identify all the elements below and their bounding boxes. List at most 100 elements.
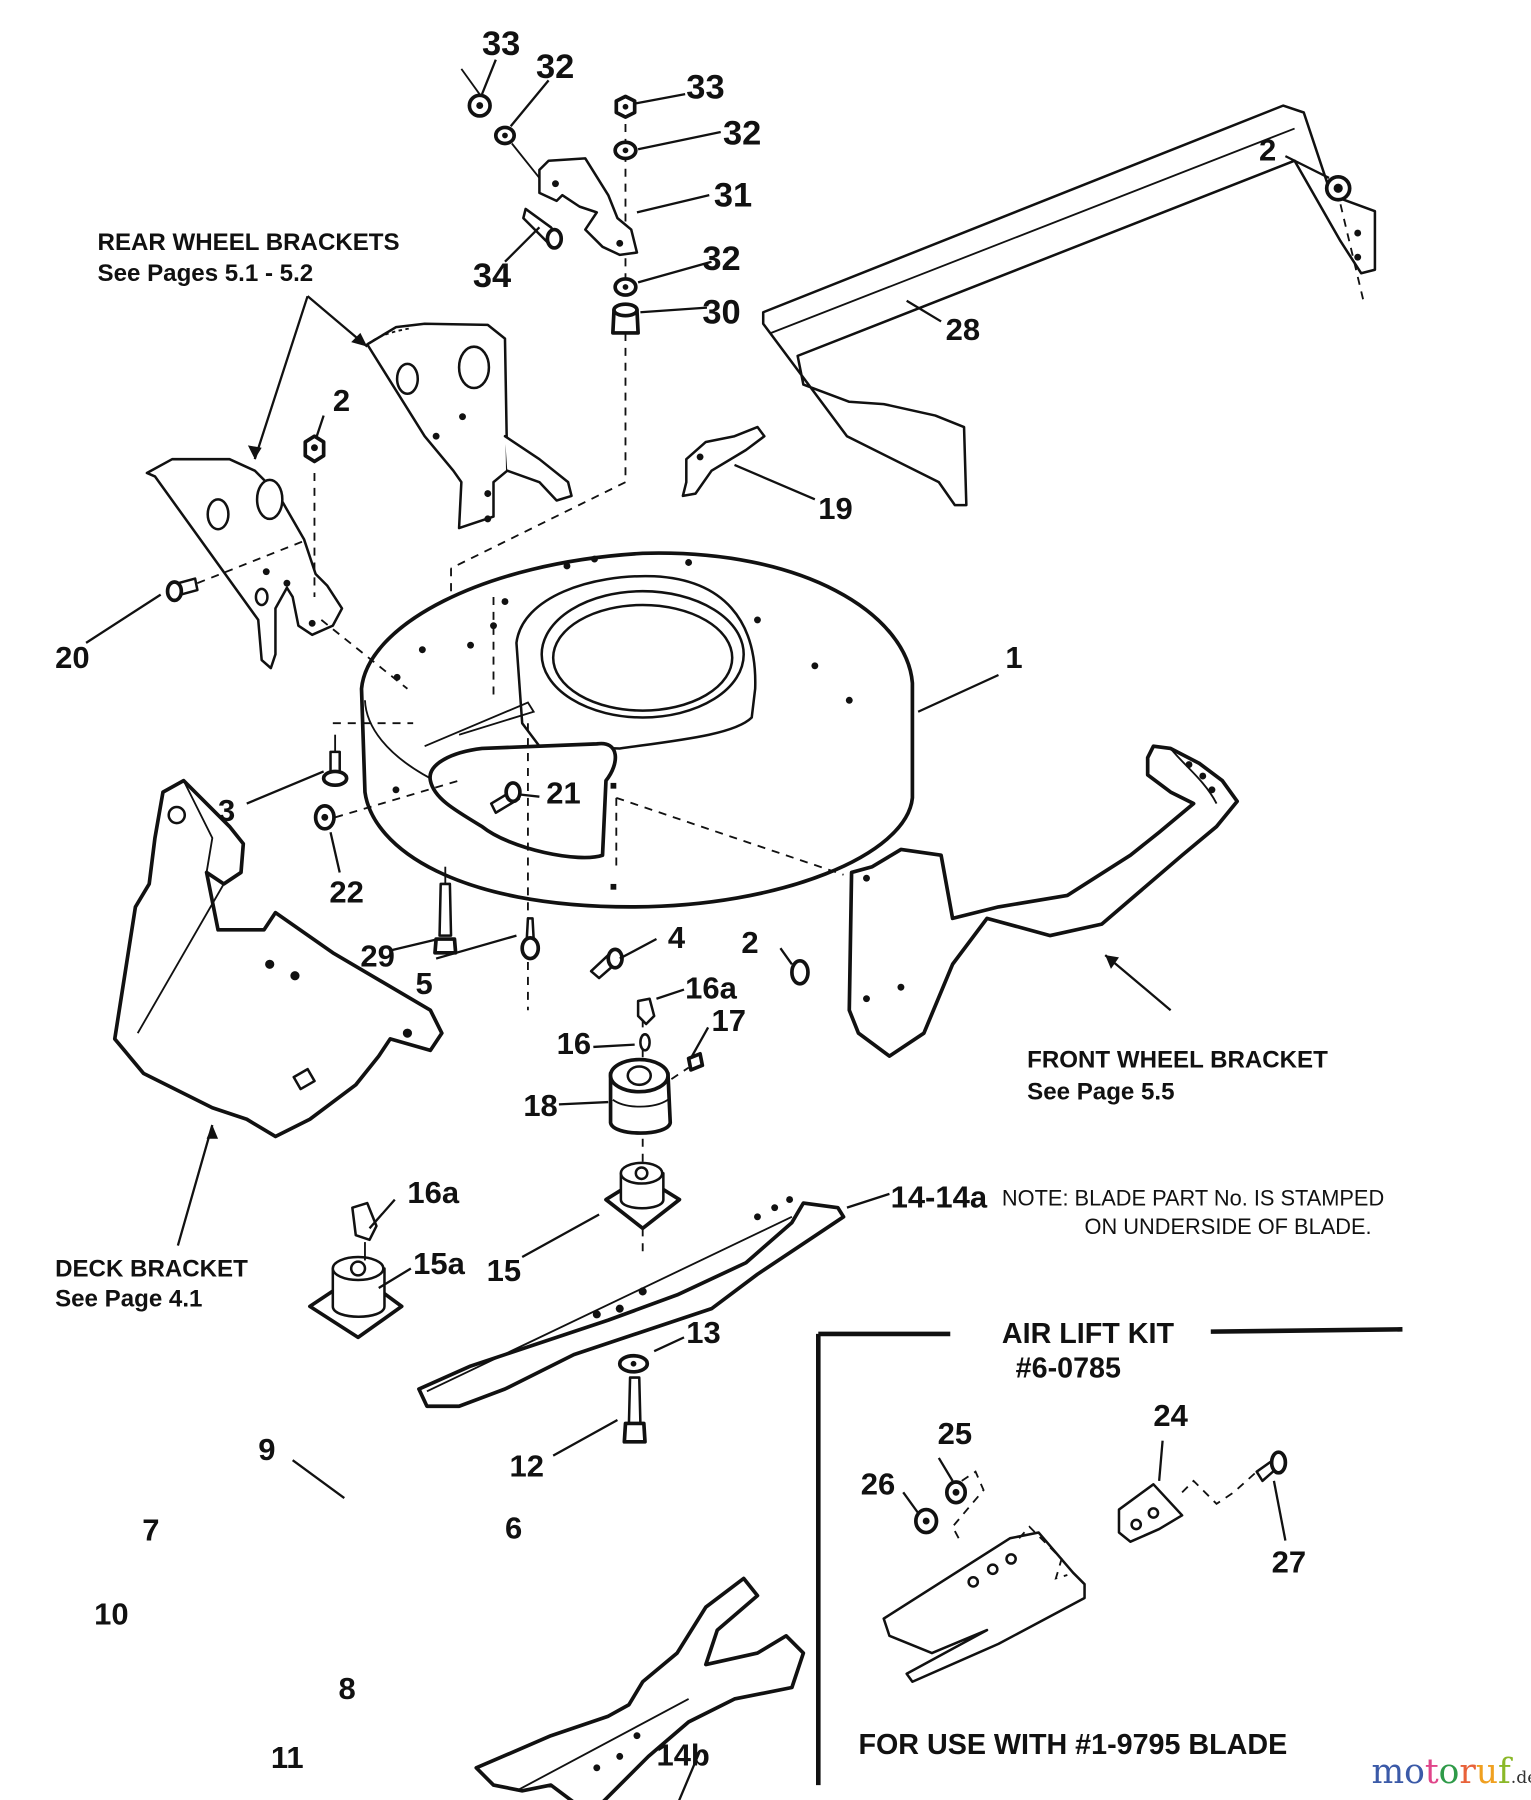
callout-4: 4 — [668, 920, 686, 955]
bushing-icon — [611, 302, 640, 335]
callout-9: 9 — [258, 1432, 275, 1467]
screw-icon — [433, 866, 458, 955]
callout-24: 24 — [1153, 1398, 1188, 1433]
air-lift-kit-box — [815, 1327, 1403, 1786]
callout-33: 33 — [686, 69, 724, 107]
callout-8: 8 — [339, 1671, 356, 1706]
callout-7: 7 — [142, 1513, 159, 1548]
watermark-letter: f — [1498, 1752, 1513, 1792]
callout-17: 17 — [712, 1003, 746, 1038]
callout-28: 28 — [946, 312, 980, 347]
callout-3: 3 — [218, 793, 235, 828]
callout-29: 29 — [360, 939, 394, 974]
callout-27: 27 — [1272, 1545, 1306, 1580]
watermark-suffix: .de — [1511, 1768, 1531, 1788]
callout-1: 1 — [1005, 640, 1022, 675]
bolt-icon — [489, 781, 522, 815]
rear-wheel-brackets-ref: See Pages 5.1 - 5.2 — [98, 260, 314, 287]
callout-labels: 33 32 33 32 31 32 30 34 2 28 19 2 20 1 3… — [55, 25, 1306, 1775]
front-axle-part — [761, 104, 1377, 507]
callout-21: 21 — [546, 776, 580, 811]
blade-adapter-alt-part — [308, 1255, 404, 1340]
callout-2: 2 — [741, 925, 758, 960]
callout-30: 30 — [702, 294, 740, 332]
air-lift-kit-footer: FOR USE WITH #1-9795 BLADE — [858, 1729, 1287, 1761]
key-icon — [639, 1033, 651, 1052]
watermark-letter: u — [1476, 1752, 1498, 1792]
bolt-icon — [589, 947, 624, 980]
callout-2: 2 — [1259, 133, 1276, 168]
callout-18: 18 — [523, 1088, 557, 1123]
callout-13: 13 — [686, 1315, 720, 1350]
deck-bracket — [112, 778, 444, 1139]
callout-10: 10 — [94, 1596, 128, 1631]
linkage-assembly — [450, 68, 640, 873]
mulching-blade-part — [474, 1576, 806, 1800]
callout-14-14a: 14-14a — [891, 1180, 988, 1215]
front-wheel-bracket — [847, 744, 1240, 1058]
callout-11: 11 — [271, 1740, 304, 1775]
nut-icon — [303, 434, 326, 464]
watermark-letter: o — [1439, 1752, 1460, 1792]
bolt-icon — [622, 1376, 647, 1444]
blade-note-line2: ON UNDERSIDE OF BLADE. — [1085, 1214, 1372, 1239]
watermark-letter: r — [1459, 1752, 1476, 1792]
blade-stiffener-part — [681, 425, 766, 498]
key-icon — [636, 997, 656, 1026]
callout-15a: 15a — [413, 1246, 465, 1281]
washer-icon — [493, 125, 516, 146]
callout-6: 6 — [505, 1510, 522, 1545]
callout-19: 19 — [818, 491, 852, 526]
washer-icon — [617, 1353, 650, 1374]
callout-5: 5 — [415, 966, 432, 1001]
key-icon — [351, 1201, 378, 1242]
screw-icon — [520, 917, 541, 961]
callout-32: 32 — [536, 48, 574, 86]
callout-12: 12 — [510, 1448, 544, 1483]
callout-16a: 16a — [407, 1175, 459, 1210]
front-wheel-bracket-ref: See Page 5.5 — [1027, 1079, 1174, 1106]
screw-icon — [321, 734, 349, 788]
bolt-icon — [522, 207, 564, 250]
watermark-logo: motoruf.de — [1371, 1752, 1531, 1792]
callout-31: 31 — [714, 177, 752, 215]
callout-16: 16 — [557, 1026, 591, 1061]
callout-2: 2 — [333, 383, 350, 418]
callout-14b: 14b — [656, 1738, 709, 1773]
watermark-text: motoruf.de — [1371, 1752, 1531, 1792]
callout-20: 20 — [55, 640, 89, 675]
washer-icon — [613, 277, 638, 297]
callout-32: 32 — [723, 115, 761, 153]
nut-icon — [467, 93, 492, 118]
mower-deck-housing — [359, 551, 915, 909]
washer-icon — [613, 140, 638, 161]
air-lift-kit-title: AIR LIFT KIT — [1002, 1318, 1175, 1350]
callout-33: 33 — [482, 25, 520, 63]
deck-bracket-title: DECK BRACKET — [55, 1256, 248, 1283]
blade-note-line1: NOTE: BLADE PART No. IS STAMPED — [1002, 1185, 1384, 1210]
blade-part — [417, 1196, 846, 1409]
leader-lines — [85, 59, 1330, 1800]
callout-25: 25 — [938, 1416, 972, 1451]
watermark-letter: t — [1425, 1752, 1439, 1792]
nut-icon — [1324, 174, 1352, 202]
rear-wheel-brackets-title: REAR WHEEL BRACKETS — [98, 229, 400, 256]
callout-16a: 16a — [685, 971, 737, 1006]
lever-part — [538, 157, 639, 257]
watermark-letter: o — [1404, 1752, 1425, 1792]
watermark-letter: m — [1371, 1752, 1404, 1792]
callout-34: 34 — [473, 257, 511, 295]
callout-22: 22 — [329, 874, 363, 909]
nut-icon — [614, 94, 637, 119]
bolt-icon — [165, 577, 199, 603]
pulley-part — [608, 1057, 673, 1135]
air-lift-kit-number: #6-0785 — [1016, 1353, 1121, 1385]
nut-icon — [790, 959, 810, 986]
blade-adapter-part — [604, 1161, 682, 1231]
callout-26: 26 — [861, 1467, 895, 1502]
rear-wheel-bracket-upper — [365, 322, 573, 530]
deck-bracket-ref: See Page 4.1 — [55, 1285, 202, 1312]
callout-15: 15 — [487, 1253, 521, 1288]
front-wheel-bracket-title: FRONT WHEEL BRACKET — [1027, 1047, 1328, 1074]
